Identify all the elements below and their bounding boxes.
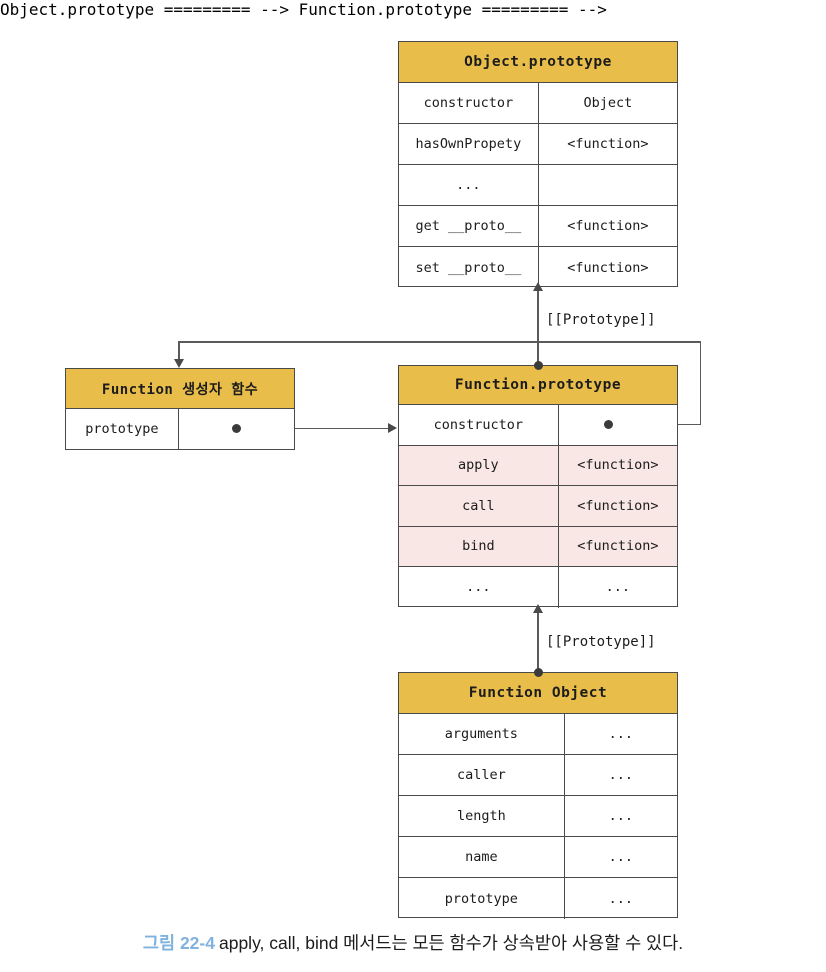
property-key: caller <box>399 755 565 795</box>
property-key: name <box>399 837 565 877</box>
figure-caption-text: apply, call, bind 메서드는 모든 함수가 상속받아 사용할 수… <box>218 933 684 953</box>
function-constructor-title: Function 생성자 함수 <box>66 369 294 409</box>
function-prototype-title: Function.prototype <box>399 366 677 405</box>
property-key: prototype <box>399 878 565 919</box>
property-value: ... <box>608 849 634 865</box>
prototype-label-lower: [[Prototype]] <box>546 634 656 650</box>
function-object-table: Function Object arguments ... caller ...… <box>398 672 678 919</box>
table-row: ... ... <box>399 567 677 608</box>
property-value: <function> <box>567 259 649 276</box>
property-key: hasOwnPropety <box>399 124 539 164</box>
constructor-link-seg-left <box>178 341 701 343</box>
property-key: ... <box>399 165 539 205</box>
property-key: set __proto__ <box>399 247 539 288</box>
property-key: constructor <box>399 83 539 123</box>
table-row: constructor Object <box>399 83 677 124</box>
property-key: prototype <box>66 409 179 450</box>
function-constructor-table: Function 생성자 함수 prototype <box>65 368 295 450</box>
prototype-ref-origin-dot <box>232 423 241 433</box>
prototype-link-lower-arrowhead <box>532 604 543 613</box>
constructor-link-seg-down <box>178 341 180 361</box>
property-value: ... <box>608 767 634 783</box>
object-prototype-table: Object.prototype constructor Object hasO… <box>398 41 678 288</box>
table-row: arguments ... <box>399 714 677 755</box>
table-row: prototype <box>66 409 294 450</box>
property-key: bind <box>399 526 559 566</box>
table-row: length ... <box>399 796 677 837</box>
prototype-link-upper-line <box>537 290 539 368</box>
prototype-link-upper-arrowhead <box>532 282 543 291</box>
property-key: get __proto__ <box>399 206 539 246</box>
table-row: constructor <box>399 405 677 446</box>
table-row: get __proto__ <function> <box>399 206 677 247</box>
property-key: call <box>399 486 559 526</box>
function-prototype-table: Function.prototype constructor apply <fu… <box>398 365 678 608</box>
property-value: <function> <box>567 218 649 234</box>
constructor-link-seg-up <box>699 341 702 425</box>
prototype-link-lower-line <box>537 612 539 675</box>
property-value: ... <box>608 726 634 742</box>
table-row: name ... <box>399 837 677 878</box>
object-prototype-title: Object.prototype <box>399 42 677 83</box>
prototype-ref-line <box>236 427 388 430</box>
property-value: <function> <box>567 136 649 152</box>
table-row: call <function> <box>399 486 677 527</box>
property-key: apply <box>399 445 559 485</box>
property-key: arguments <box>399 714 565 754</box>
property-value: Object <box>583 95 633 111</box>
property-value: <function> <box>558 486 677 526</box>
prototype-label-upper: [[Prototype]] <box>546 312 656 328</box>
constructor-link-origin-dot <box>604 419 613 429</box>
property-value: <function> <box>558 445 677 485</box>
property-value: ... <box>608 890 634 907</box>
property-value: <function> <box>558 526 677 566</box>
property-value: ... <box>605 579 631 596</box>
constructor-link-arrowhead <box>173 359 184 368</box>
prototype-link-upper-origin-dot <box>533 361 543 370</box>
prototype-link-lower-origin-dot <box>533 668 543 677</box>
table-row: hasOwnPropety <function> <box>399 124 677 165</box>
property-value <box>539 165 677 205</box>
property-value: ... <box>608 808 634 824</box>
function-object-title: Function Object <box>399 673 677 714</box>
table-row: prototype ... <box>399 878 677 919</box>
property-key: constructor <box>399 405 559 445</box>
table-row: ... <box>399 165 677 206</box>
figure-number: 그림 22-4 <box>142 933 215 953</box>
property-key: ... <box>399 567 559 608</box>
table-row: caller ... <box>399 755 677 796</box>
table-row: bind <function> <box>399 526 677 567</box>
property-key: length <box>399 796 565 836</box>
table-row: set __proto__ <function> <box>399 247 677 288</box>
table-row: apply <function> <box>399 445 677 486</box>
property-value <box>559 405 677 445</box>
prototype-ref-arrowhead <box>388 423 397 433</box>
